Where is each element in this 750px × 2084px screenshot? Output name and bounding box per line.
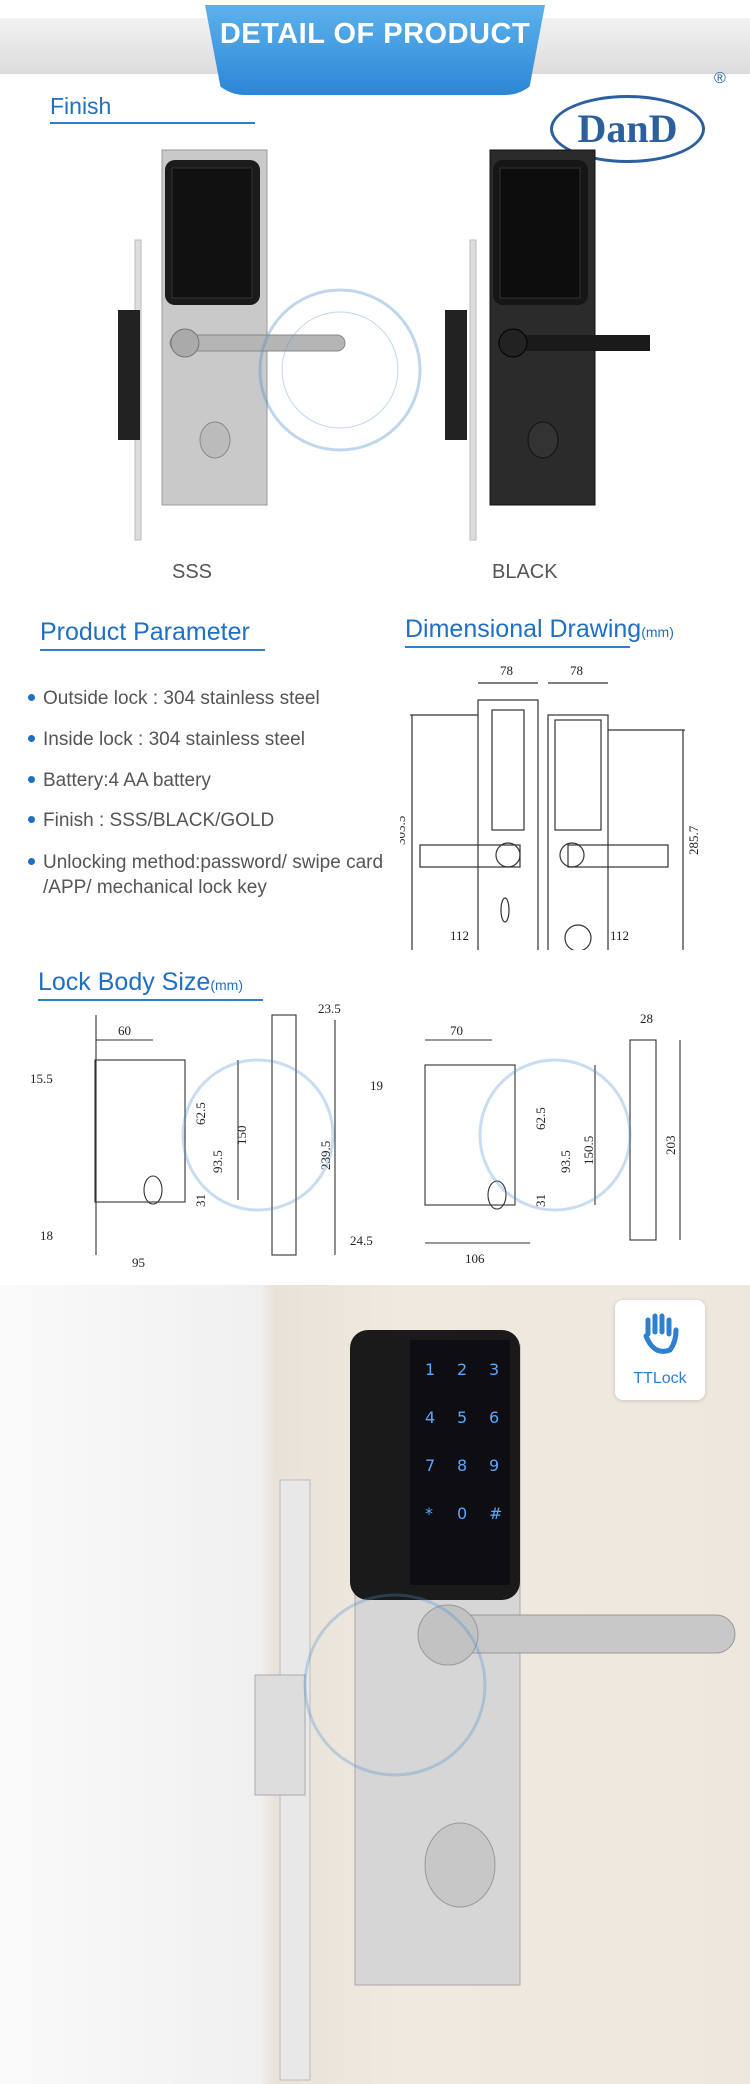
lb-right-top-offset: 19: [370, 1078, 383, 1093]
lb-right-faceplate-height: 203: [663, 1136, 678, 1156]
watermark-stamp: [303, 1593, 487, 1777]
keypad-key: 4: [425, 1408, 435, 1427]
registered-mark: ®: [714, 70, 726, 87]
lock-body-size-heading: Lock Body Size(mm): [38, 968, 263, 1001]
keypad-key: 0: [457, 1504, 467, 1523]
keypad-key: 8: [457, 1456, 467, 1475]
finish-label-sss: SSS: [172, 561, 213, 583]
lb-right-faceplate-width: 28: [640, 1011, 653, 1026]
keypad-key: 9: [489, 1456, 499, 1475]
watermark-stamp: [258, 288, 422, 452]
lb-left-height: 150: [234, 1126, 249, 1146]
keypad-key: 7: [425, 1456, 435, 1475]
param-item: Finish : SSS/BLACK/GOLD: [28, 808, 274, 833]
dim-width-outside: 78: [500, 663, 513, 678]
dim-height-inside: 285.7: [686, 825, 701, 855]
watermark-stamp: [181, 1058, 632, 1212]
keypad-key: 5: [457, 1408, 467, 1427]
keypad-key: 2: [457, 1360, 467, 1379]
dim-height-outside: 303.5: [400, 816, 408, 845]
lock-body-drawings: 60 15.5 18 62.5 93.5 31 150 23.5 239.5 9…: [30, 1001, 681, 1270]
product-parameter-heading: Product Parameter: [40, 618, 265, 651]
lb-right-d2: 93.5: [558, 1150, 573, 1173]
lb-left-bottom-offset: 18: [40, 1228, 53, 1243]
dimensional-drawing-heading: Dimensional Drawing(mm): [405, 615, 674, 648]
param-item: Unlocking method:password/ swipe card /A…: [28, 850, 403, 900]
finish-label-black: BLACK: [492, 561, 558, 583]
finish-heading: Finish: [50, 93, 255, 124]
finish-lock-images: [118, 149, 650, 541]
keypad-key: 6: [489, 1408, 499, 1427]
dimensional-drawing: 78 78 303.5 285.7 112 112: [400, 663, 701, 950]
dim-handle-inside: 112: [610, 928, 629, 943]
lb-left-top-offset: 15.5: [30, 1071, 53, 1086]
lb-right-d1: 62.5: [533, 1107, 548, 1130]
param-item: Inside lock : 304 stainless steel: [28, 727, 305, 752]
lb-left-d3: 31: [193, 1194, 208, 1207]
lb-left-backset: 60: [118, 1023, 131, 1038]
keypad-key: #: [489, 1504, 502, 1523]
dand-logo: DanD: [550, 95, 705, 163]
param-item: Outside lock : 304 stainless steel: [28, 686, 320, 711]
lb-right-height: 150.5: [581, 1136, 596, 1165]
lb-left-d1: 62.5: [193, 1102, 208, 1125]
lock-image-sss: [118, 149, 346, 541]
banner-title: DETAIL OF PRODUCT: [219, 18, 531, 50]
dim-handle-outside: 112: [450, 928, 469, 943]
lb-left-faceplate-height: 239.5: [318, 1141, 333, 1170]
lb-right-backset: 70: [450, 1023, 463, 1038]
lock-image-black: [445, 149, 650, 541]
lb-left-width: 95: [132, 1255, 145, 1270]
keypad-key: 3: [489, 1360, 499, 1379]
lb-right-d3: 31: [533, 1194, 548, 1207]
ttlock-label: TTLock: [633, 1370, 687, 1387]
banner-ribbon: [205, 5, 545, 95]
dim-width-inside: 78: [570, 663, 583, 678]
product-photo-lock: 1 2 3 4 5 6 7 8 9 * 0 #: [254, 1330, 736, 2081]
param-item: Battery:4 AA battery: [28, 768, 211, 793]
ttlock-badge: TTLock: [615, 1300, 705, 1400]
keypad-key: *: [425, 1504, 433, 1523]
ttlock-hand-icon: [643, 1313, 679, 1354]
lb-right-bottom-offset: 24.5: [350, 1233, 373, 1248]
keypad-key: 1: [425, 1360, 435, 1379]
lb-left-d2: 93.5: [210, 1150, 225, 1173]
lb-right-width: 106: [465, 1251, 485, 1266]
lb-left-faceplate-width: 23.5: [318, 1001, 341, 1016]
